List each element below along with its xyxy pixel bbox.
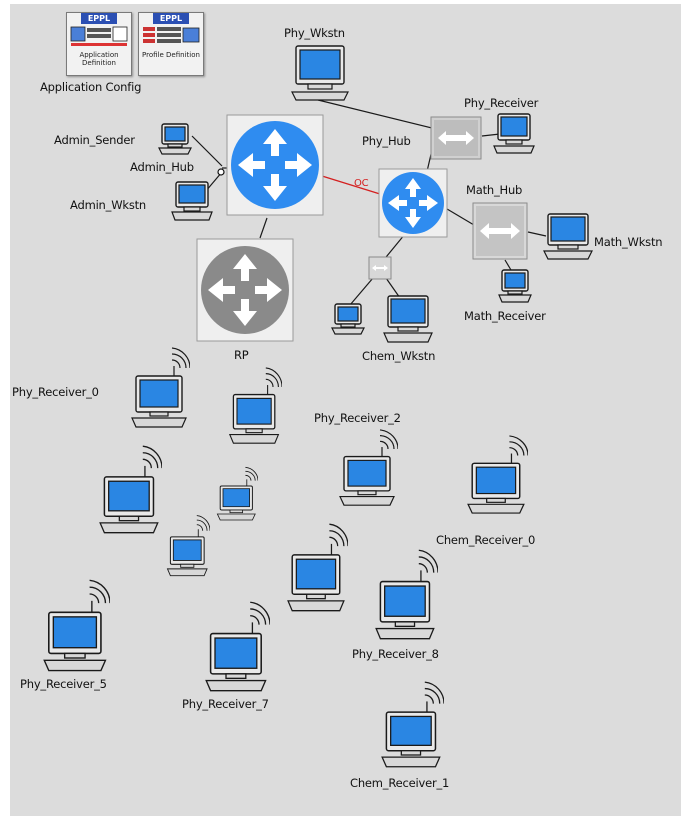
chem-receiver-0-label: Chem_Receiver_0 <box>436 533 536 547</box>
workstation-icon[interactable] <box>330 302 366 336</box>
chem-receiver-1-label: Chem_Receiver_1 <box>350 776 450 790</box>
wireless-workstation-icon[interactable] <box>130 346 191 430</box>
link-chem-hub-pc[interactable] <box>349 277 374 306</box>
wireless-workstation-icon[interactable] <box>380 680 445 770</box>
wireless-workstation-icon[interactable] <box>98 444 163 536</box>
router-icon[interactable] <box>378 168 448 238</box>
link-math-hub-receiver[interactable] <box>504 259 512 271</box>
link-phy-wkstn-hub[interactable] <box>317 99 441 131</box>
link-admin-sender-hub[interactable] <box>191 135 223 167</box>
phy-hub-label: Phy_Hub <box>362 134 411 148</box>
math-hub-glyph <box>472 202 528 260</box>
wireless-workstation-icon[interactable] <box>204 600 271 694</box>
chem-hub-glyph <box>368 256 392 280</box>
link-oc-router-router[interactable] <box>321 175 381 195</box>
admin-hub-label: Admin_Hub <box>130 160 194 174</box>
wireless-workstation-icon[interactable] <box>228 366 283 446</box>
profile-definition-caption: Profile Definition <box>142 51 200 59</box>
link-chem-hub-wkstn[interactable] <box>385 277 401 299</box>
wireless-workstation-icon[interactable] <box>42 578 111 674</box>
router-icon[interactable] <box>196 238 294 342</box>
hub-icon[interactable] <box>430 116 482 160</box>
phy-receiver-5-label: Phy_Receiver_5 <box>20 677 107 691</box>
math-receiver-label: Math_Receiver <box>464 309 546 323</box>
wireless-workstation-icon[interactable] <box>216 466 259 522</box>
phy-wkstn-label: Phy_Wkstn <box>284 26 345 40</box>
profile-definition-badge: EPPL <box>153 13 189 24</box>
project-workspace[interactable] <box>10 4 681 816</box>
application-definition-glyph <box>70 26 128 46</box>
router-small <box>378 168 448 238</box>
admin-sender-label: Admin_Sender <box>54 133 135 147</box>
rp-label: RP <box>234 348 249 362</box>
hub-icon[interactable] <box>368 256 392 280</box>
workstation-icon[interactable] <box>382 294 434 346</box>
wireless-workstation-icon[interactable] <box>286 522 349 614</box>
math-hub-label: Math_Hub <box>466 183 523 197</box>
wireless-workstation-icon[interactable] <box>466 434 529 516</box>
phy-receiver-label: Phy_Receiver <box>464 96 539 110</box>
workstation-icon[interactable] <box>288 44 352 104</box>
wireless-workstation-icon[interactable] <box>166 514 211 578</box>
phy-receiver-7-label: Phy_Receiver_7 <box>182 697 269 711</box>
application-definition-caption: Application Definition <box>79 51 119 67</box>
hub-icon[interactable] <box>472 202 528 260</box>
admin-hub-connector[interactable] <box>216 162 226 176</box>
router-rp <box>196 238 294 342</box>
wireless-workstation-icon[interactable] <box>374 548 439 642</box>
application-definition-icon[interactable]: EPPL Application Definition <box>66 12 132 76</box>
link-rp-router[interactable] <box>259 217 268 239</box>
workstation-icon[interactable] <box>496 268 534 304</box>
application-config-label: Application Config <box>40 80 142 94</box>
application-definition-badge: EPPL <box>81 13 117 24</box>
router-main <box>226 114 324 216</box>
phy-receiver-2-label: Phy_Receiver_2 <box>314 411 401 425</box>
phy-hub-glyph <box>430 116 482 160</box>
phy-receiver-8-label: Phy_Receiver_8 <box>352 647 439 661</box>
workstation-icon[interactable] <box>156 122 194 156</box>
profile-definition-glyph <box>143 27 200 43</box>
workstation-icon[interactable] <box>170 180 214 222</box>
admin-wkstn-label: Admin_Wkstn <box>70 198 147 212</box>
oc-link-label: OC <box>354 178 369 189</box>
phy-receiver-0-label: Phy_Receiver_0 <box>12 385 99 399</box>
link-math-hub-wkstn[interactable] <box>527 231 547 237</box>
router-icon[interactable] <box>226 114 324 216</box>
math-wkstn-label: Math_Wkstn <box>594 235 663 249</box>
workstation-icon[interactable] <box>542 212 594 262</box>
profile-definition-icon[interactable]: EPPL Profile Definition <box>138 12 204 76</box>
workstation-icon[interactable] <box>492 112 536 156</box>
wireless-workstation-icon[interactable] <box>338 428 399 508</box>
link-phy-receiver-hub[interactable] <box>481 133 501 137</box>
chem-wkstn-label: Chem_Wkstn <box>362 349 436 363</box>
